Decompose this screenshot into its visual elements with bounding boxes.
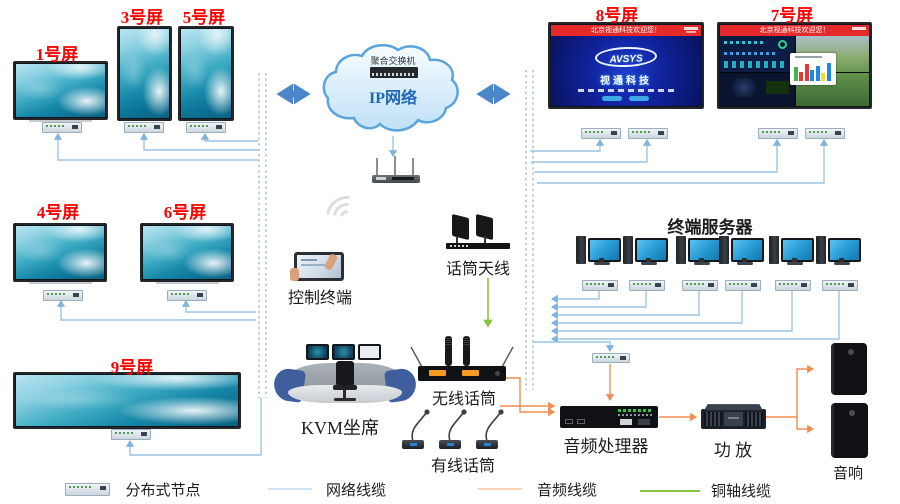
legend-coax-line bbox=[640, 490, 700, 492]
mic-antenna-icon bbox=[446, 213, 510, 250]
wired-mic-base-icon bbox=[402, 440, 424, 449]
amplifier-label: 功 放 bbox=[713, 441, 753, 460]
distributed-node bbox=[628, 128, 668, 139]
ip-network-label: IP网络 bbox=[368, 90, 417, 107]
distributed-node bbox=[167, 290, 207, 301]
speakers-label: 音响 bbox=[832, 466, 864, 482]
screen-4 bbox=[13, 223, 107, 284]
screen-9-label: 9号屏 bbox=[110, 358, 154, 377]
distributed-node bbox=[582, 280, 618, 291]
legend-node-icon bbox=[65, 483, 110, 496]
screen-6-label: 6号屏 bbox=[163, 203, 207, 222]
aggregation-switch-label: 聚合交换机 bbox=[370, 56, 416, 66]
screen-3 bbox=[117, 26, 172, 121]
wireless-mic-label: 无线话筒 bbox=[431, 391, 497, 408]
dashed-network-trunks bbox=[258, 70, 534, 398]
distributed-node bbox=[111, 429, 151, 440]
screen-1-label: 1号屏 bbox=[35, 45, 79, 64]
distributed-node bbox=[186, 122, 226, 133]
control-tablet-icon bbox=[290, 252, 344, 283]
screen-8-label: 8号屏 bbox=[595, 6, 639, 25]
ip-network-cloud: 聚合交换机 IP网络 bbox=[318, 40, 468, 140]
wired-mic-base-icon bbox=[439, 440, 461, 449]
audio-cables bbox=[500, 364, 815, 434]
wireless-mic-icon bbox=[418, 336, 506, 382]
aggregation-switch-icon bbox=[370, 67, 418, 78]
cloud-icon bbox=[322, 43, 459, 132]
distributed-node bbox=[775, 280, 811, 291]
legend-coax-cable: 铜轴线缆 bbox=[710, 484, 772, 500]
screen-7-label: 7号屏 bbox=[770, 6, 814, 25]
terminal-pc-icon bbox=[623, 236, 668, 268]
distributed-node bbox=[682, 280, 718, 291]
terminal-pc-icon bbox=[676, 236, 721, 268]
terminal-pc-icon bbox=[719, 236, 764, 268]
mic-antenna-label: 话筒天线 bbox=[445, 261, 511, 278]
kvm-console-icon bbox=[271, 341, 419, 407]
amplifier-icon bbox=[701, 403, 766, 429]
distributed-node bbox=[42, 122, 82, 133]
distributed-node bbox=[592, 353, 630, 363]
distributed-node bbox=[43, 290, 83, 301]
screen-6 bbox=[140, 223, 234, 284]
gooseneck-mic-icons bbox=[411, 409, 504, 442]
speaker-icon bbox=[831, 403, 868, 458]
wired-mic-base-icon bbox=[476, 440, 498, 449]
screen-8: 北京视通科技欢迎您！ AVSYS 视通科技 bbox=[548, 22, 704, 109]
screen-5-label: 5号屏 bbox=[182, 8, 226, 27]
control-terminal-label: 控制终端 bbox=[287, 290, 353, 307]
receiver-antennas-icon bbox=[410, 346, 514, 368]
legend-audio-line bbox=[478, 488, 522, 490]
wired-mic-label: 有线话筒 bbox=[430, 458, 496, 475]
legend-audio-cable: 音频线缆 bbox=[536, 483, 598, 499]
screen-5 bbox=[178, 26, 234, 121]
kvm-seat-label: KVM坐席 bbox=[300, 418, 380, 438]
distributed-node bbox=[629, 280, 665, 291]
distributed-node bbox=[124, 122, 164, 133]
distributed-node bbox=[805, 128, 845, 139]
audio-processor-label: 音频处理器 bbox=[563, 437, 649, 456]
distributed-node bbox=[758, 128, 798, 139]
terminal-pc-icon bbox=[769, 236, 814, 268]
distributed-node bbox=[581, 128, 621, 139]
screen-3-label: 3号屏 bbox=[120, 8, 164, 27]
terminal-pc-icon bbox=[576, 236, 621, 268]
wireless-router-icon bbox=[372, 156, 420, 190]
speaker-icon bbox=[831, 343, 867, 395]
distributed-node bbox=[725, 280, 761, 291]
screen-7-banner-date bbox=[852, 27, 866, 30]
terminal-server-label: 终端服务器 bbox=[667, 218, 753, 237]
screen-8-banner: 北京视通科技欢迎您！ bbox=[551, 25, 701, 36]
network-cables bbox=[53, 132, 840, 456]
avsys-logo: AVSYS bbox=[594, 45, 658, 69]
screen-8-brand: 视通科技 bbox=[600, 76, 652, 87]
screen-8-banner-date bbox=[684, 27, 698, 30]
screen-4-label: 4号屏 bbox=[36, 203, 80, 222]
distributed-node bbox=[822, 280, 858, 291]
mini-chart-panel bbox=[790, 52, 837, 85]
screen-7: 北京视通科技欢迎您！ bbox=[717, 22, 872, 109]
legend-network-line bbox=[268, 488, 312, 490]
legend-network-cable: 网络线缆 bbox=[325, 483, 387, 499]
screen-9 bbox=[13, 372, 241, 429]
screen-7-banner: 北京视通科技欢迎您！ bbox=[720, 25, 869, 36]
legend-distributed-node: 分布式节点 bbox=[125, 483, 201, 499]
terminal-pc-icon bbox=[816, 236, 861, 268]
screen-1 bbox=[13, 61, 108, 122]
audio-processor-icon bbox=[560, 406, 658, 428]
